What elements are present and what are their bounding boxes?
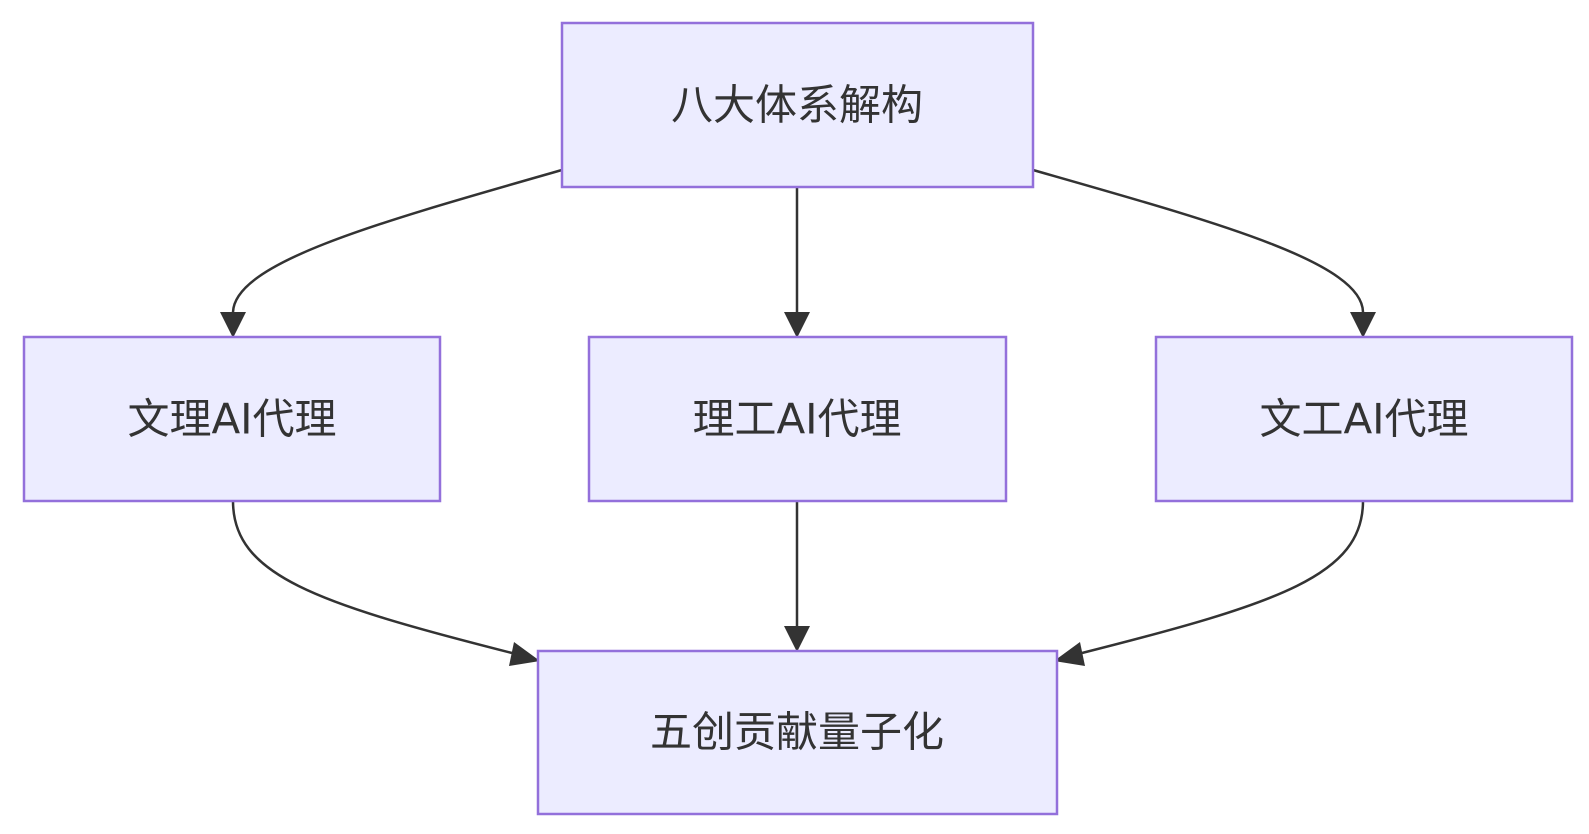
node-left: 文理AI代理: [22, 335, 442, 503]
edge-top-to-left: [231, 168, 563, 313]
arrowhead-center-to-bottom: [784, 626, 810, 652]
node-center-label: 理工AI代理: [692, 395, 901, 444]
arrowhead-top-to-right: [1350, 312, 1376, 338]
node-bottom-box: [536, 649, 1059, 816]
edge-top-to-right: [1032, 168, 1365, 313]
node-right: 文工AI代理: [1154, 335, 1574, 503]
arrowhead-right-to-bottom: [1054, 642, 1085, 666]
node-right-box: [1154, 335, 1574, 503]
arrowhead-top-to-center: [784, 312, 810, 338]
arrowhead-top-to-left: [220, 312, 246, 338]
node-right-label: 文工AI代理: [1259, 395, 1468, 444]
arrowhead-left-to-bottom: [509, 642, 540, 666]
node-center: 理工AI代理: [587, 335, 1008, 503]
node-left-label: 文理AI代理: [127, 395, 336, 444]
node-top-label: 八大体系解构: [671, 81, 923, 130]
node-center-box: [587, 335, 1008, 503]
node-bottom-label: 五创贡献量子化: [650, 708, 944, 757]
node-bottom: 五创贡献量子化: [536, 649, 1059, 816]
node-left-box: [22, 335, 442, 503]
node-top: 八大体系解构: [560, 21, 1035, 189]
edges-group: [220, 168, 1376, 666]
edge-right-to-bottom: [1081, 500, 1365, 655]
node-top-box: [560, 21, 1035, 189]
edge-left-to-bottom: [231, 500, 513, 655]
